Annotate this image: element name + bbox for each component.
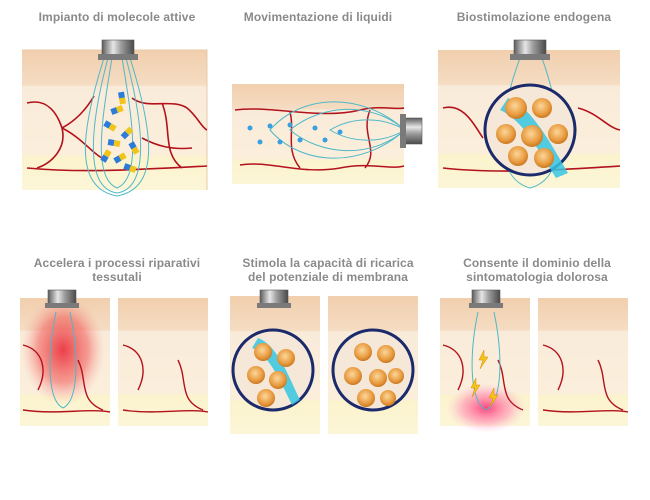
panel-movimentazione-art [232, 84, 423, 184]
title-consente: Consente il dominio della sintomatologia… [437, 256, 637, 284]
panel-stimola-art [230, 289, 418, 434]
panel-accelera-art [20, 289, 209, 426]
blood-vessels [22, 344, 209, 413]
probe-icon [469, 289, 503, 308]
skin-block-right [538, 298, 628, 426]
field-lines [49, 311, 77, 409]
skin-block-right [118, 298, 208, 426]
title-stimola-line2: del potenziale di membrana [248, 270, 408, 284]
title-consente-line1: Consente il dominio della [463, 256, 611, 270]
cells [496, 97, 568, 168]
skin-block [22, 50, 207, 190]
title-accelera-line2: tessutali [92, 270, 142, 284]
skin-edge [22, 49, 208, 190]
lightning-icons [470, 349, 499, 408]
probe-icon [257, 289, 291, 308]
cells [247, 343, 404, 407]
title-biostimolazione: Biostimolazione endogena [456, 10, 612, 24]
field-lines [84, 57, 150, 197]
title-stimola: Stimola la capacità di ricarica del pote… [228, 256, 428, 284]
title-accelera-line1: Accelera i processi riparativi [33, 256, 201, 270]
blood-vessels [234, 106, 405, 171]
probe-icon [510, 39, 550, 60]
probe-icon [45, 289, 79, 308]
panel-biostimolazione-art [438, 39, 621, 189]
panel-impianto-art [22, 39, 208, 197]
panel-consente-art [440, 289, 629, 433]
blood-vessels [26, 95, 208, 172]
fluid-drops [247, 122, 343, 145]
pain-glow [446, 383, 526, 433]
title-accelera: Accelera i processi riparativi tessutali [17, 256, 217, 284]
title-impianto: Impianto di molecole attive [38, 10, 196, 24]
title-stimola-line1: Stimola la capacità di ricarica [242, 256, 414, 270]
title-consente-line2: sintomatologia dolorosa [466, 270, 608, 284]
probe-icon [400, 114, 423, 148]
skin-block [232, 84, 404, 184]
title-movimentazione: Movimentazione di liquidi [243, 10, 393, 24]
probe-icon [98, 39, 138, 60]
field-lines [269, 101, 406, 159]
